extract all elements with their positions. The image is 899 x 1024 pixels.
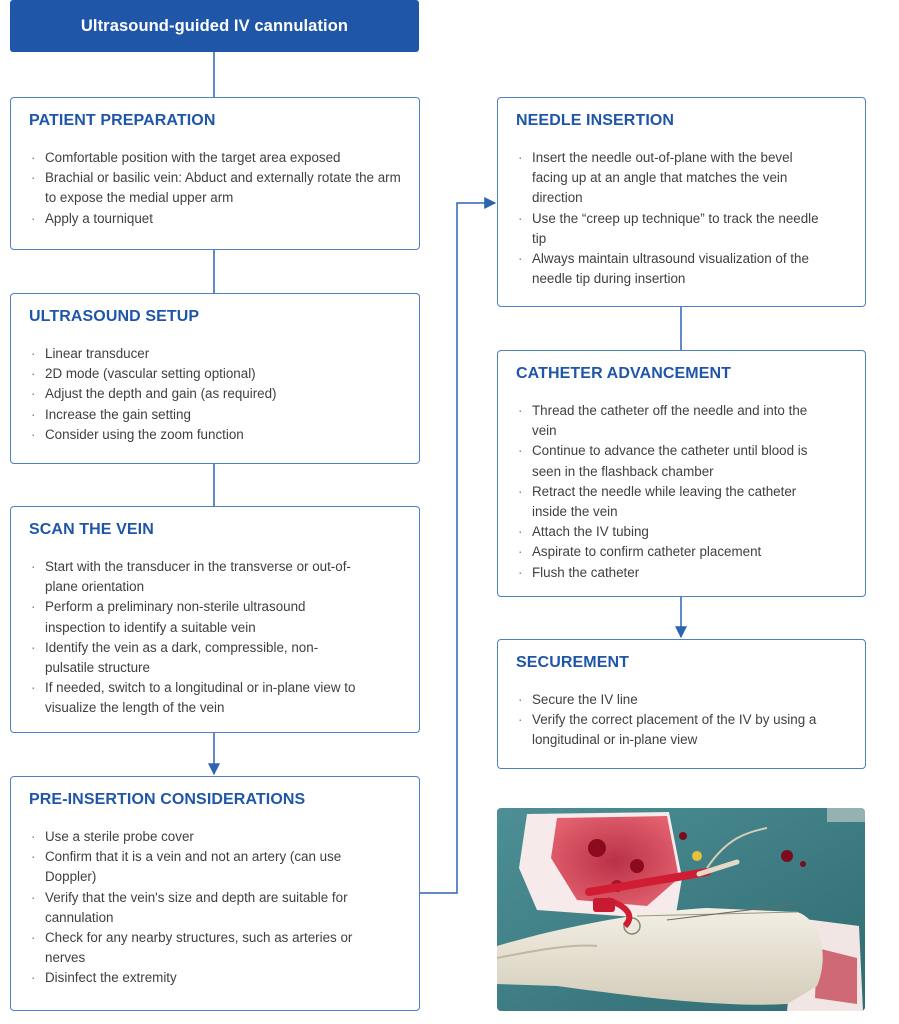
list-item: Increase the gain setting [29, 405, 403, 425]
list-item: Comfortable position with the target are… [29, 148, 403, 168]
card-heading: NEEDLE INSERTION [516, 112, 675, 129]
list-item: Apply a tourniquet [29, 209, 403, 229]
connector-pre-to-needle [420, 197, 497, 894]
list-item: Verify that the vein's size and depth ar… [29, 888, 363, 928]
list-item: Always maintain ultrasound visualization… [516, 249, 829, 289]
list-item: Identify the vein as a dark, compressibl… [29, 638, 363, 678]
card-heading: SCAN THE VEIN [29, 521, 154, 538]
list-item: Attach the IV tubing [516, 522, 829, 542]
list-item: Consider using the zoom function [29, 425, 403, 445]
card-ultrasound-setup: ULTRASOUND SETUP Linear transducer 2D mo… [10, 293, 420, 464]
list-item: Use the “creep up technique” to track th… [516, 209, 829, 249]
card-heading: CATHETER ADVANCEMENT [516, 365, 732, 382]
flowchart-title: Ultrasound-guided IV cannulation [10, 0, 419, 52]
card-needle-insertion: NEEDLE INSERTION Insert the needle out-o… [497, 97, 866, 307]
list-item: Perform a preliminary non-sterile ultras… [29, 597, 363, 637]
list-item: Check for any nearby structures, such as… [29, 928, 363, 968]
list-item: Retract the needle while leaving the cat… [516, 482, 829, 522]
list-item: Brachial or basilic vein: Abduct and ext… [29, 168, 403, 208]
list-item: Disinfect the extremity [29, 968, 363, 988]
list-item: Linear transducer [29, 344, 403, 364]
ultrasound-probe-with-iv-catheter-photo [497, 808, 865, 1011]
list-item: Adjust the depth and gain (as required) [29, 384, 403, 404]
card-heading: PATIENT PREPARATION [29, 112, 216, 129]
list-item: Start with the transducer in the transve… [29, 557, 363, 597]
list-item: Verify the correct placement of the IV b… [516, 710, 829, 750]
list-item: Continue to advance the catheter until b… [516, 441, 829, 481]
card-heading: SECUREMENT [516, 654, 630, 671]
list-item: Secure the IV line [516, 690, 829, 710]
card-patient-preparation: PATIENT PREPARATION Comfortable position… [10, 97, 420, 250]
list-item: If needed, switch to a longitudinal or i… [29, 678, 363, 718]
list-item: Use a sterile probe cover [29, 827, 363, 847]
list-item: Confirm that it is a vein and not an art… [29, 847, 363, 887]
card-heading: PRE-INSERTION CONSIDERATIONS [29, 791, 306, 808]
list-item: 2D mode (vascular setting optional) [29, 364, 403, 384]
card-securement: SECUREMENT Secure the IV line Verify the… [497, 639, 866, 769]
list-item: Thread the catheter off the needle and i… [516, 401, 829, 441]
card-heading: ULTRASOUND SETUP [29, 308, 200, 325]
card-pre-insertion-considerations: PRE-INSERTION CONSIDERATIONS Use a steri… [10, 776, 420, 1011]
list-item: Insert the needle out-of-plane with the … [516, 148, 829, 209]
card-catheter-advancement: CATHETER ADVANCEMENT Thread the catheter… [497, 350, 866, 597]
list-item: Aspirate to confirm catheter placement [516, 542, 829, 562]
list-item: Flush the catheter [516, 563, 829, 583]
card-scan-the-vein: SCAN THE VEIN Start with the transducer … [10, 506, 420, 733]
